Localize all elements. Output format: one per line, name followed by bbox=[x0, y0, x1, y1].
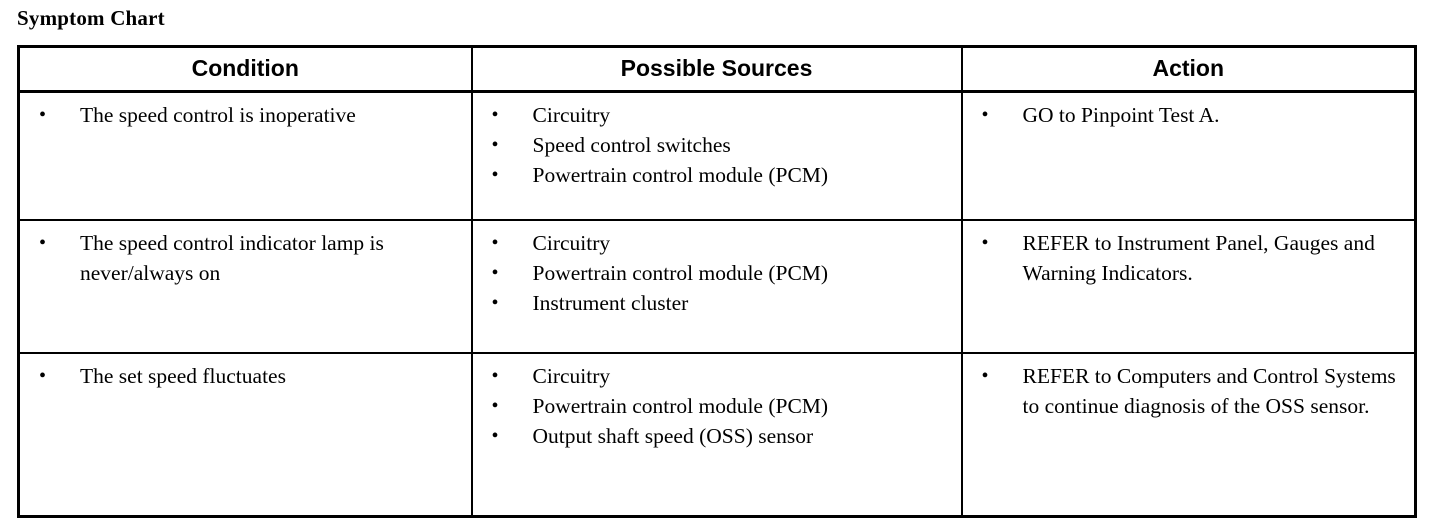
cell-action: • GO to Pinpoint Test A. bbox=[960, 90, 1417, 221]
list-item: • The speed control indicator lamp is nev… bbox=[20, 228, 465, 288]
list-item: • Powertrain control module (PCM) bbox=[473, 258, 955, 288]
list-item: • Output shaft speed (OSS) sensor bbox=[473, 421, 955, 451]
list-item: • REFER to Computers and Control Systems … bbox=[963, 361, 1409, 421]
cell-possible-sources: • Circuitry • Powertrain control module (PC… bbox=[470, 352, 963, 518]
bullet-icon: • bbox=[981, 232, 989, 254]
bullet-list-action: • GO to Pinpoint Test A. bbox=[963, 93, 1415, 139]
bullet-icon: • bbox=[491, 365, 499, 387]
cell-condition: • The speed control indicator lamp is nev… bbox=[17, 219, 473, 354]
column-header-action: Action bbox=[960, 45, 1417, 93]
page-title: Symptom Chart bbox=[17, 6, 165, 30]
list-item: • Powertrain control module (PCM) bbox=[473, 160, 955, 190]
bullet-icon: • bbox=[491, 395, 499, 417]
list-item: • REFER to Instrument Panel, Gauges and W… bbox=[963, 228, 1409, 288]
bullet-list-condition: • The speed control is inoperative bbox=[20, 93, 471, 139]
bullet-icon: • bbox=[491, 425, 499, 447]
cell-condition: • The set speed fluctuates bbox=[17, 352, 473, 518]
table-row: • The set speed fluctuates • Circuitry • Pow… bbox=[17, 352, 1417, 518]
cell-possible-sources: • Circuitry • Speed control switches • Powert… bbox=[470, 90, 963, 221]
list-item-label: The speed control indicator lamp is neve… bbox=[80, 231, 384, 285]
bullet-list-sources: • Circuitry • Powertrain control module (PC… bbox=[473, 221, 961, 327]
list-item-label: REFER to Computers and Control Systems t… bbox=[1022, 364, 1396, 418]
list-item-label: Output shaft speed (OSS) sensor bbox=[532, 424, 814, 448]
table-row: • The speed control indicator lamp is nev… bbox=[17, 219, 1417, 354]
list-item-label: The speed control is inoperative bbox=[80, 103, 356, 127]
list-item-label: Powertrain control module (PCM) bbox=[532, 394, 829, 418]
list-item-label: Powertrain control module (PCM) bbox=[532, 261, 829, 285]
list-item-label: Circuitry bbox=[532, 364, 611, 388]
list-item: • Circuitry bbox=[473, 228, 955, 258]
list-item: • The set speed fluctuates bbox=[20, 361, 465, 391]
table-header: Condition Possible Sources Action bbox=[17, 45, 1417, 93]
bullet-icon: • bbox=[981, 365, 989, 387]
bullet-icon: • bbox=[981, 104, 989, 126]
list-item: • Circuitry bbox=[473, 100, 955, 130]
list-item: • Powertrain control module (PCM) bbox=[473, 391, 955, 421]
list-item-label: Powertrain control module (PCM) bbox=[532, 163, 829, 187]
bullet-icon: • bbox=[491, 232, 499, 254]
symptom-chart-table: Condition Possible Sources Action • The s… bbox=[17, 45, 1417, 518]
list-item-label: REFER to Instrument Panel, Gauges and Wa… bbox=[1022, 231, 1375, 285]
list-item: • Circuitry bbox=[473, 361, 955, 391]
bullet-icon: • bbox=[39, 365, 47, 387]
bullet-icon: • bbox=[491, 262, 499, 284]
bullet-list-action: • REFER to Computers and Control Systems … bbox=[963, 354, 1415, 430]
column-header-condition: Condition bbox=[17, 45, 473, 93]
list-item-label: Instrument cluster bbox=[532, 291, 689, 315]
bullet-list-sources: • Circuitry • Speed control switches • Powert… bbox=[473, 93, 961, 199]
list-item-label: Circuitry bbox=[532, 231, 611, 255]
cell-action: • REFER to Instrument Panel, Gauges and W… bbox=[960, 219, 1417, 354]
cell-action: • REFER to Computers and Control Systems … bbox=[960, 352, 1417, 518]
bullet-list-condition: • The set speed fluctuates bbox=[20, 354, 471, 400]
list-item: • Instrument cluster bbox=[473, 288, 955, 318]
bullet-icon: • bbox=[491, 164, 499, 186]
bullet-icon: • bbox=[491, 104, 499, 126]
list-item: • The speed control is inoperative bbox=[20, 100, 465, 130]
list-item-label: The set speed fluctuates bbox=[80, 364, 286, 388]
bullet-icon: • bbox=[39, 232, 47, 254]
bullet-list-sources: • Circuitry • Powertrain control module (PC… bbox=[473, 354, 961, 460]
bullet-list-action: • REFER to Instrument Panel, Gauges and W… bbox=[963, 221, 1415, 297]
bullet-icon: • bbox=[491, 134, 499, 156]
list-item: • Speed control switches bbox=[473, 130, 955, 160]
header-row: Condition Possible Sources Action bbox=[17, 45, 1417, 93]
bullet-icon: • bbox=[491, 292, 499, 314]
list-item: • GO to Pinpoint Test A. bbox=[963, 100, 1409, 130]
table-row: • The speed control is inoperative • Circu… bbox=[17, 90, 1417, 221]
bullet-list-condition: • The speed control indicator lamp is nev… bbox=[20, 221, 471, 297]
cell-possible-sources: • Circuitry • Powertrain control module (PC… bbox=[470, 219, 963, 354]
cell-condition: • The speed control is inoperative bbox=[17, 90, 473, 221]
list-item-label: GO to Pinpoint Test A. bbox=[1022, 103, 1220, 127]
list-item-label: Speed control switches bbox=[532, 133, 731, 157]
bullet-icon: • bbox=[39, 104, 47, 126]
table-body: • The speed control is inoperative • Circu… bbox=[17, 90, 1417, 518]
column-header-possible-sources: Possible Sources bbox=[470, 45, 963, 93]
list-item-label: Circuitry bbox=[532, 103, 611, 127]
